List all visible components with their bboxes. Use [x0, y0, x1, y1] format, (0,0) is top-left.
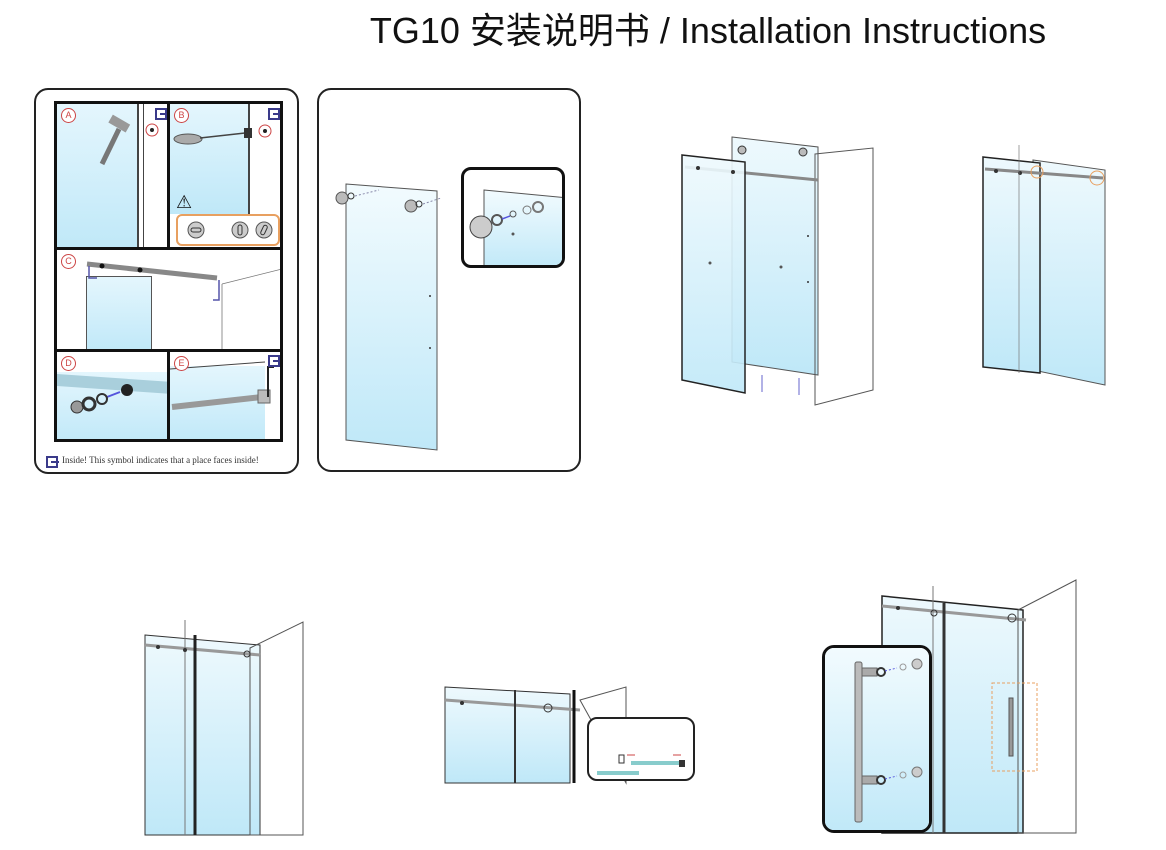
step-3-door-install-diagram [681, 136, 874, 406]
step-4-door-aligned-diagram [982, 145, 1106, 386]
panel-label-a: A [61, 108, 76, 123]
inside-symbol-icon [155, 108, 167, 120]
roller-detail-diagram [469, 189, 562, 265]
panel-label-d: D [61, 356, 76, 371]
adjustment-detail-diagram [597, 754, 685, 775]
handle-detail-diagram [825, 648, 929, 830]
inside-symbol-icon [46, 456, 59, 468]
glass-panel-roller-diagram [335, 183, 442, 451]
glass-panel [86, 276, 152, 349]
panel-e: E [167, 349, 283, 442]
adjustment-detail-inset [587, 717, 695, 781]
roller-detail-inset [461, 167, 565, 268]
inside-symbol-icon [268, 355, 280, 367]
track-bar-diagram [86, 261, 280, 349]
step-2-box [317, 88, 581, 472]
step-6-adjustment-diagram [444, 686, 627, 785]
bolt-orientation-icons [187, 221, 273, 239]
warning-triangle-icon: ⚠ [176, 192, 193, 213]
panel-b: B ⚠ [167, 101, 283, 250]
panel-label-b: B [174, 108, 189, 123]
panel-label-e: E [174, 356, 189, 371]
orientation-warning-box [176, 214, 280, 246]
document-title: TG10 安装说明书 / Installation Instructions [369, 10, 1047, 51]
inside-symbol-icon [268, 108, 280, 120]
inside-symbol-footnote: Inside! This symbol indicates that a pla… [62, 455, 259, 465]
roller-assembly-diagram [57, 374, 167, 414]
handle-detail-inset [822, 645, 932, 833]
panel-a: A [54, 101, 170, 250]
panel-d: D [54, 349, 170, 442]
panel-label-c: C [61, 254, 76, 269]
panel-c: C [54, 247, 283, 352]
step-5-stabilizer-diagram [144, 620, 304, 836]
screwdriver-icon [173, 124, 272, 145]
hammer-icon [99, 114, 159, 166]
